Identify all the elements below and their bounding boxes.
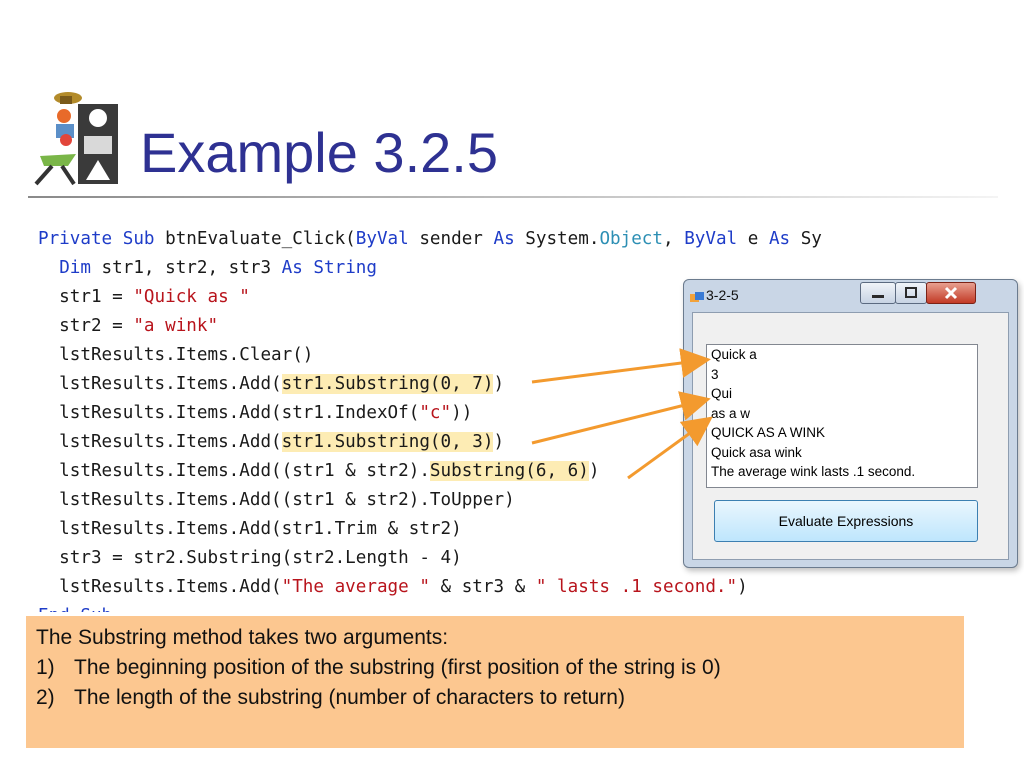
code-line: End Sub: [38, 603, 112, 612]
code-token: str1.Substring(0, 3): [281, 432, 494, 452]
code-token: Dim: [59, 258, 91, 278]
code-token: lstResults.Items.Add(: [38, 432, 282, 452]
note-item-text: The beginning position of the substring …: [74, 656, 721, 679]
app-window-icon: [690, 292, 704, 302]
code-token: ByVal: [355, 229, 409, 249]
note-box: The Substring method takes two arguments…: [26, 616, 964, 748]
code-line: lstResults.Items.Add((str1 & str2).Subst…: [38, 458, 599, 484]
code-token: btnEvaluate_Click(: [165, 229, 356, 249]
code-line: str1 = "Quick as ": [38, 284, 250, 310]
code-token: lstResults.Items.Add(: [38, 374, 282, 394]
code-line: Private Sub btnEvaluate_Click(ByVal send…: [38, 226, 822, 252]
note-item-text: The length of the substring (number of c…: [74, 686, 625, 709]
code-line: lstResults.Items.Add((str1 & str2).ToUpp…: [38, 487, 515, 513]
code-token: & str3 &: [429, 577, 536, 597]
code-token: lstResults.Items.Clear(): [38, 345, 314, 365]
code-token: "c": [419, 403, 452, 423]
list-item[interactable]: QUICK AS A WINK: [711, 425, 826, 440]
code-line: lstResults.Items.Add(str1.Substring(0, 7…: [38, 371, 504, 397]
code-token: As String: [281, 258, 377, 278]
code-token: str3 = str2.Substring(str2.Length - 4): [38, 548, 462, 568]
code-token: ByVal: [684, 229, 738, 249]
code-token: lstResults.Items.Add((str1 & str2).ToUpp…: [38, 490, 515, 510]
code-token: [38, 258, 59, 278]
note-item-number: 1): [36, 656, 55, 679]
code-token: "a wink": [133, 316, 219, 336]
code-token: " lasts .1 second.": [535, 577, 738, 597]
code-token: End Sub: [38, 606, 112, 612]
minimize-button[interactable]: [860, 282, 896, 304]
code-token: ): [493, 432, 505, 452]
note-intro: The Substring method takes two arguments…: [36, 626, 449, 649]
note-item: 2) The length of the substring (number of…: [36, 686, 625, 710]
close-button[interactable]: [926, 282, 976, 304]
code-token: As: [493, 229, 515, 249]
code-token: str1, str2, str3: [90, 258, 282, 278]
list-item[interactable]: Quick asa wink: [711, 444, 802, 460]
code-token: Sy: [790, 229, 822, 249]
code-token: e: [737, 229, 769, 249]
title-divider: [28, 196, 998, 198]
code-line: lstResults.Items.Add(str1.Trim & str2): [38, 516, 462, 542]
minimize-icon: [872, 295, 884, 298]
code-line: Dim str1, str2, str3 As String: [38, 255, 377, 281]
code-token: ,: [663, 229, 685, 249]
list-item[interactable]: Quick a: [711, 347, 757, 362]
note-item: 1) The beginning position of the substrin…: [36, 656, 721, 680]
logo-icon: [34, 92, 118, 186]
code-token: sender: [408, 229, 494, 249]
code-token: System.: [514, 229, 600, 249]
code-token: lstResults.Items.Add(str1.IndexOf(: [38, 403, 420, 423]
code-token: Substring(6, 6): [429, 461, 589, 481]
evaluate-expressions-button[interactable]: Evaluate Expressions: [714, 500, 978, 542]
code-line: str2 = "a wink": [38, 313, 218, 339]
window-title: 3-2-5: [706, 287, 739, 303]
code-token: str2 =: [38, 316, 134, 336]
code-token: lstResults.Items.Add(str1.Trim & str2): [38, 519, 462, 539]
code-line: lstResults.Items.Clear(): [38, 342, 313, 368]
code-token: Object: [599, 229, 663, 249]
code-line: lstResults.Items.Add("The average " & st…: [38, 574, 748, 600]
close-icon: [944, 286, 958, 300]
code-token: "The average ": [281, 577, 430, 597]
code-token: "Quick as ": [133, 287, 250, 307]
maximize-icon: [905, 287, 917, 298]
code-line: lstResults.Items.Add(str1.IndexOf("c")): [38, 400, 472, 426]
code-token: ): [493, 374, 505, 394]
code-token: lstResults.Items.Add((str1 & str2).: [38, 461, 430, 481]
list-item[interactable]: Qui: [711, 386, 733, 401]
code-token: lstResults.Items.Add(: [38, 577, 282, 597]
code-token: Private Sub: [38, 229, 166, 249]
code-line: lstResults.Items.Add(str1.Substring(0, 3…: [38, 429, 504, 455]
code-token: ): [588, 461, 600, 481]
code-token: As: [768, 229, 791, 249]
code-token: )): [451, 403, 473, 423]
code-token: str1.Substring(0, 7): [281, 374, 494, 394]
slide-title: Example 3.2.5: [140, 121, 498, 184]
code-line: str3 = str2.Substring(str2.Length - 4): [38, 545, 462, 571]
note-item-number: 2): [36, 686, 55, 709]
maximize-button[interactable]: [895, 282, 927, 304]
code-token: str1 =: [38, 287, 134, 307]
code-listing: Private Sub btnEvaluate_Click(ByVal send…: [38, 226, 864, 612]
list-item[interactable]: 3: [711, 366, 719, 382]
list-item[interactable]: The average wink lasts .1 second.: [711, 464, 916, 479]
code-token: ): [737, 577, 748, 597]
list-item[interactable]: as a w: [711, 405, 751, 421]
